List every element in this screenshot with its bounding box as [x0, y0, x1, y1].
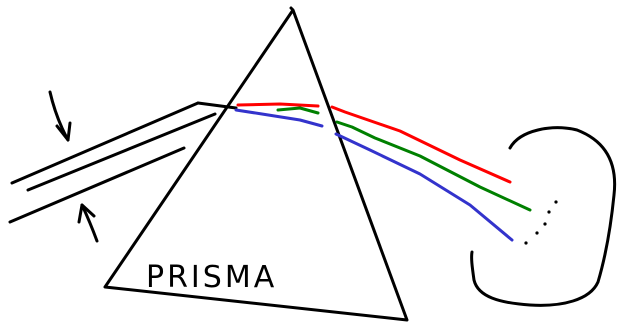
outgoing-green-ray: [337, 122, 530, 210]
incoming-ray-1: [12, 103, 198, 183]
projection-screen: [472, 128, 615, 306]
screen-curve: [472, 128, 615, 306]
spectrum-dot: [543, 222, 546, 225]
internal-red-ray: [238, 104, 318, 106]
outgoing-spectrum: [332, 107, 530, 240]
outgoing-blue-ray: [336, 134, 512, 240]
spectrum-dot: [535, 231, 538, 234]
internal-spectrum: [236, 104, 322, 126]
arrow-down-icon: [50, 92, 70, 140]
spectrum-dot: [554, 200, 557, 203]
spectrum-dot: [547, 210, 550, 213]
arrow-up-icon: [79, 205, 97, 241]
incoming-light-beam: [10, 103, 236, 222]
spectrum-dot: [524, 241, 527, 244]
beam-pointer-arrows: [50, 92, 97, 241]
internal-green-ray: [278, 108, 318, 113]
spectrum-dots: [524, 200, 557, 244]
prism-label: PRISMA: [146, 260, 277, 295]
prism: PRISMA: [105, 8, 407, 320]
internal-blue-ray: [236, 110, 322, 126]
